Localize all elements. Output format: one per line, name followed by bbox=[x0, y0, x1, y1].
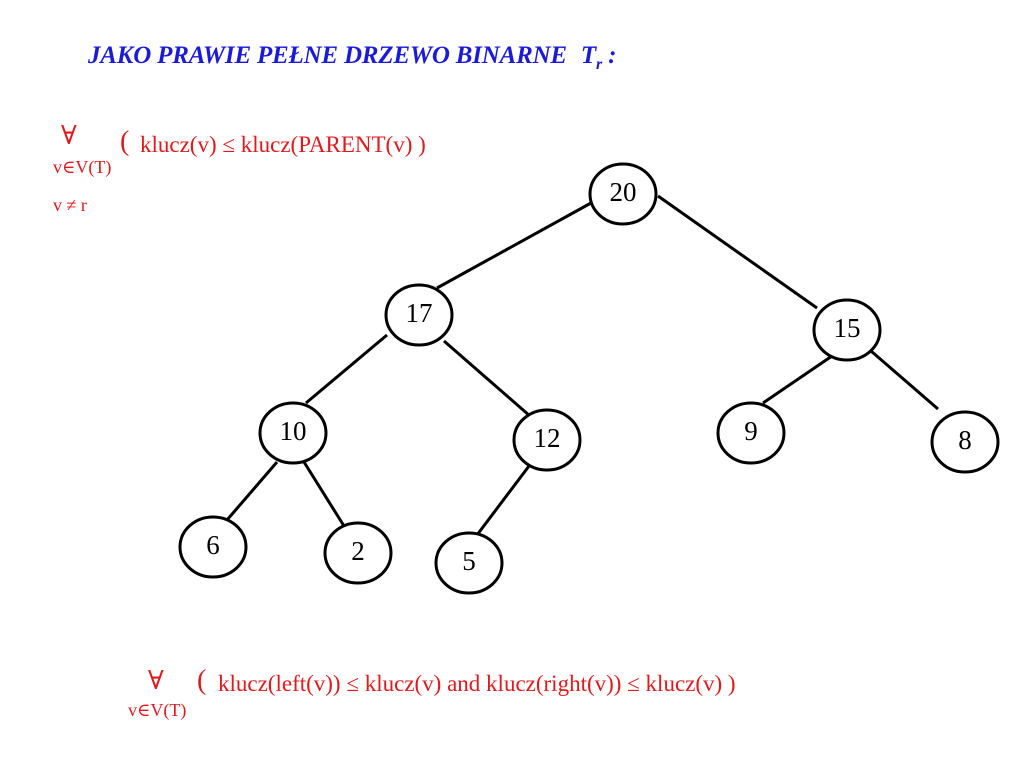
tree-node-label: 8 bbox=[958, 425, 972, 455]
bottom-condition-domain: v∈V(T) bbox=[128, 700, 187, 720]
tree-node-circle bbox=[812, 298, 882, 362]
bottom-open-paren: ( bbox=[197, 665, 207, 696]
tree-node-circle bbox=[716, 401, 786, 465]
tree-edge-17-12 bbox=[443, 339, 531, 418]
tree-node-circle bbox=[434, 531, 504, 595]
tree-edge-10-6 bbox=[225, 461, 279, 521]
title-text: JAKO PRAWIE PEŁNE DRZEWO BINARNE bbox=[88, 42, 567, 69]
tree-node-20: 20 bbox=[588, 162, 658, 226]
tree-node-label: 9 bbox=[744, 416, 758, 446]
tree-node-circle bbox=[384, 283, 454, 347]
top-condition-domain: v∈V(T) bbox=[53, 157, 112, 177]
tree-edge-15-9 bbox=[762, 354, 833, 405]
tree-edge-12-5 bbox=[475, 465, 531, 536]
tree-node-circle bbox=[258, 401, 328, 465]
tree-node-10: 10 bbox=[258, 401, 328, 465]
tree-node-9: 9 bbox=[716, 401, 786, 465]
tree-node-circle bbox=[178, 515, 248, 579]
top-condition-expression: klucz(v) ≤ klucz(PARENT(v) ) bbox=[140, 132, 426, 157]
tree-node-8: 8 bbox=[930, 410, 1000, 474]
tree-edge-17-10 bbox=[305, 333, 388, 405]
top-forall-symbol: ∀ bbox=[61, 121, 77, 150]
tree-node-circle bbox=[588, 162, 658, 226]
tree-node-6: 6 bbox=[178, 515, 248, 579]
title-suffix: : bbox=[602, 42, 617, 69]
tree-node-17: 17 bbox=[384, 283, 454, 347]
tree-node-label: 17 bbox=[406, 298, 433, 328]
tree-node-label: 5 bbox=[462, 546, 476, 576]
tree-node-5: 5 bbox=[434, 531, 504, 595]
tree-edge-20-17 bbox=[436, 201, 592, 290]
tree-node-label: 15 bbox=[834, 313, 861, 343]
top-open-paren: ( bbox=[120, 126, 130, 157]
bottom-condition-expression: klucz(left(v)) ≤ klucz(v) and klucz(righ… bbox=[218, 671, 736, 696]
tree-node-label: 12 bbox=[534, 423, 561, 453]
tree-node-circle bbox=[323, 521, 393, 585]
tree-node-2: 2 bbox=[323, 521, 393, 585]
tree-node-circle bbox=[930, 410, 1000, 474]
slide-title: JAKO PRAWIE PEŁNE DRZEWO BINARNE Tr : bbox=[88, 42, 616, 74]
title-subscript: r bbox=[595, 56, 603, 73]
tree-nodes: 20 17 15 10 12 9 8 6 2 5 bbox=[178, 162, 1000, 595]
tree-node-circle bbox=[512, 408, 582, 472]
tree-edges bbox=[225, 194, 939, 536]
tree-node-15: 15 bbox=[812, 298, 882, 362]
bottom-forall-symbol: ∀ bbox=[148, 666, 164, 695]
tree-edge-20-15 bbox=[657, 194, 818, 310]
tree-node-label: 10 bbox=[280, 416, 307, 446]
tree-node-label: 20 bbox=[610, 177, 637, 207]
tree-node-label: 2 bbox=[351, 536, 365, 566]
tree-node-12: 12 bbox=[512, 408, 582, 472]
tree-edge-15-8 bbox=[870, 349, 939, 411]
title-symbol: Tr bbox=[580, 42, 603, 73]
top-condition-restriction: v ≠ r bbox=[53, 195, 87, 215]
tree-node-label: 6 bbox=[206, 530, 220, 560]
tree-edge-10-2 bbox=[302, 461, 346, 527]
